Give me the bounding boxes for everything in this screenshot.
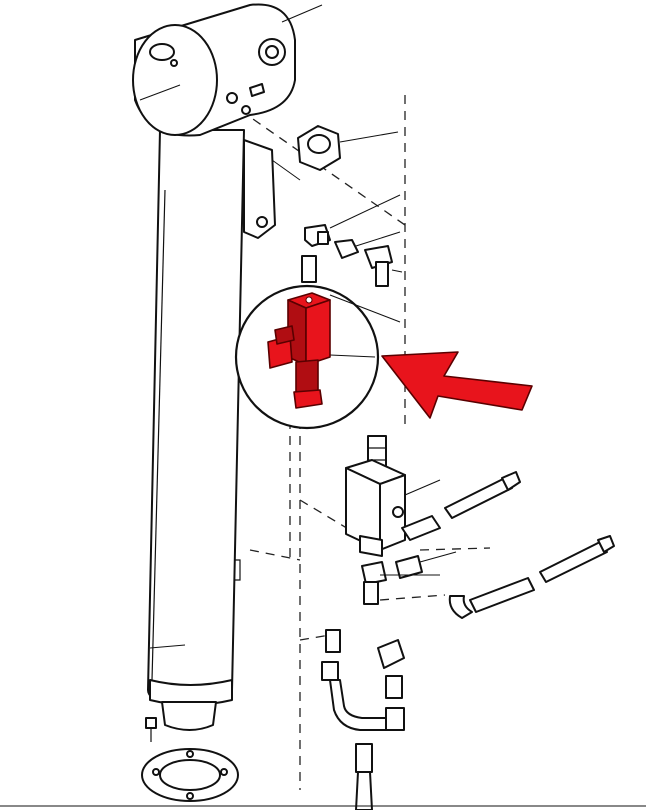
hex-nut (297, 125, 341, 171)
block-port-icon (392, 506, 404, 518)
nipple-fitting-2 (325, 629, 341, 653)
head-screw-icon (226, 92, 238, 104)
angle-fitting (395, 555, 423, 579)
head-grease-fitting-icon (241, 105, 251, 115)
mid-fittings (361, 551, 457, 605)
hoses (444, 471, 615, 619)
valve-stem (295, 359, 319, 395)
leader-line (404, 479, 441, 496)
valve-block-side (305, 299, 331, 366)
pipe-fitting (385, 707, 405, 731)
flange-hole-icon (152, 768, 160, 776)
hose-1-end (501, 471, 521, 491)
cylinder-gland (161, 701, 217, 731)
bolt-head (145, 717, 157, 729)
pipe-nut-2 (385, 675, 403, 699)
valve-mount-bracket (243, 139, 276, 239)
dashed-line (249, 549, 301, 561)
dashed-line (419, 547, 491, 551)
tee-fitting-2 (361, 561, 387, 585)
cylinder-tube (147, 129, 245, 703)
elbow-fitting-2 (377, 639, 405, 669)
valve-stem-nut (293, 389, 323, 409)
hose-2 (539, 541, 608, 583)
hose-4 (355, 771, 373, 810)
cylinder-head-bore (132, 24, 218, 136)
port-hole-icon (258, 38, 286, 66)
lock-nut (297, 125, 399, 171)
block-side-plug (401, 515, 441, 541)
flange-hole-icon (186, 792, 194, 800)
cylinder-highlight-line (151, 189, 166, 681)
head-notch (249, 83, 265, 97)
nipple-fitting (301, 255, 317, 283)
flange-hole-icon (186, 750, 194, 758)
bracket-bolt-icon (256, 216, 268, 228)
hose-end-fitting (355, 743, 373, 773)
hose-2-end (597, 535, 615, 553)
leader-line (139, 84, 181, 101)
flange-ring-bore (159, 759, 221, 791)
straight-fitting (334, 239, 359, 259)
flange-ring (141, 748, 239, 802)
coil-connector (274, 325, 295, 345)
leader-line (355, 231, 401, 247)
hose-1 (444, 477, 513, 519)
pointer-arrow-icon (381, 351, 533, 419)
bent-pipe (329, 679, 395, 731)
assembly-dashed-lines (239, 95, 491, 790)
upper-fittings (301, 194, 403, 287)
dashed-line (299, 499, 351, 531)
leader-line (329, 354, 376, 358)
port-hole-inner-icon (265, 45, 279, 59)
leader-line (419, 551, 457, 563)
bore-pin-icon (170, 59, 178, 67)
leader-line (391, 269, 403, 273)
hose-3-elbow (448, 595, 473, 619)
hose-3 (469, 577, 535, 613)
tube-port (234, 559, 241, 581)
lower-valve-block (345, 435, 441, 557)
leader-line (149, 644, 186, 649)
leader-line (329, 194, 401, 229)
solenoid-valve (267, 292, 331, 409)
pipe-nut (321, 661, 339, 681)
leader-line (329, 294, 401, 323)
dashed-line (299, 634, 331, 641)
dashed-line (379, 594, 446, 601)
lower-fittings (321, 629, 405, 810)
tee-branch-2 (363, 581, 379, 605)
leader-line (271, 159, 301, 181)
flange-hole-icon (220, 768, 228, 776)
leader-line (281, 4, 323, 23)
bore-hole-icon (149, 43, 175, 61)
leader-line (339, 131, 399, 143)
valve-port-icon (305, 296, 313, 304)
elbow-nut (317, 231, 329, 245)
block-bottom-fitting (359, 535, 383, 557)
hydraulic-cylinder (132, 3, 323, 731)
nut-bore-icon (307, 134, 331, 154)
flange-assembly (0, 717, 646, 807)
tee-branch (375, 261, 389, 287)
